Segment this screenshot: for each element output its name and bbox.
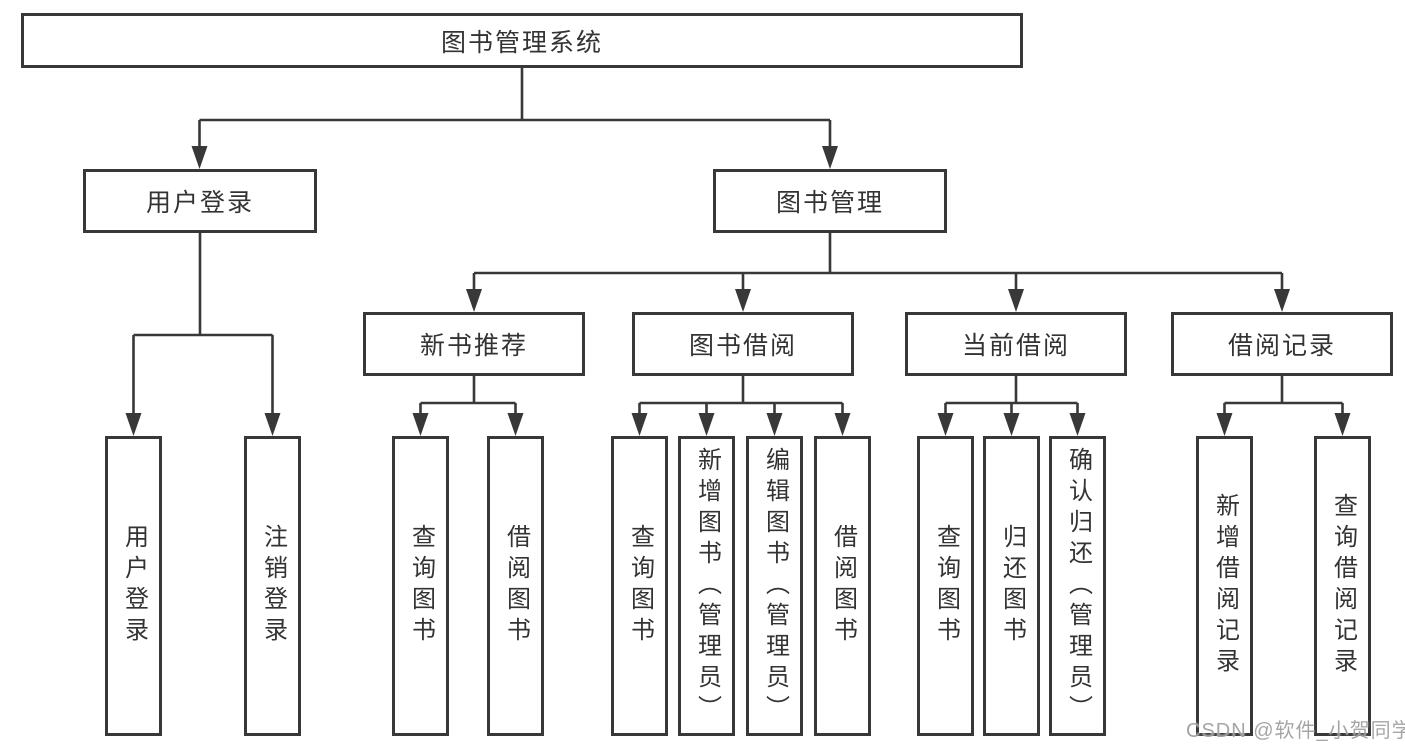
leaf-user-login: 用户登录 [105, 436, 162, 736]
node-current-borrow-label: 当前借阅 [961, 332, 1070, 360]
node-borrow-records-label: 借阅记录 [1227, 332, 1336, 360]
leaf-borrow-books-recommend-label: 借阅图书 [502, 524, 530, 648]
node-new-book-recommend: 新书推荐 [363, 312, 585, 376]
leaf-query-books-borrow-label: 查询图书 [626, 524, 654, 648]
leaf-borrow-books-recommend: 借阅图书 [487, 436, 544, 736]
leaf-return-book-label: 归还图书 [998, 524, 1026, 648]
node-book-management-label: 图书管理 [775, 189, 884, 217]
watermark: CSDN @软件_小贺同学 [1186, 720, 1405, 742]
leaf-return-book: 归还图书 [983, 436, 1040, 736]
leaf-add-book-admin: 新增图书（管理员） [678, 436, 735, 736]
leaf-add-book-admin-label: 新增图书（管理员） [693, 446, 721, 726]
node-user-login: 用户登录 [83, 169, 317, 233]
leaf-confirm-return-admin-label: 确认归还（管理员） [1064, 446, 1092, 726]
leaf-query-books-recommend-label: 查询图书 [407, 524, 435, 648]
node-root-label: 图书管理系统 [440, 28, 603, 57]
leaf-query-books-borrow: 查询图书 [611, 436, 668, 736]
node-root: 图书管理系统 [21, 13, 1023, 68]
leaf-edit-book-admin-label: 编辑图书（管理员） [761, 446, 789, 726]
leaf-borrow-books: 借阅图书 [814, 436, 871, 736]
node-book-borrow: 图书借阅 [632, 312, 854, 376]
leaf-query-books-recommend: 查询图书 [392, 436, 449, 736]
leaf-logout-label: 注销登录 [259, 524, 287, 648]
leaf-query-borrow-record: 查询借阅记录 [1314, 436, 1371, 736]
node-borrow-records: 借阅记录 [1171, 312, 1393, 376]
leaf-query-books-current: 查询图书 [917, 436, 974, 736]
leaf-user-login-label: 用户登录 [120, 524, 148, 648]
node-current-borrow: 当前借阅 [905, 312, 1127, 376]
leaf-add-borrow-record: 新增借阅记录 [1196, 436, 1253, 736]
leaf-confirm-return-admin: 确认归还（管理员） [1049, 436, 1106, 736]
leaf-logout: 注销登录 [244, 436, 301, 736]
node-book-borrow-label: 图书借阅 [688, 332, 797, 360]
node-new-book-recommend-label: 新书推荐 [419, 332, 528, 360]
node-user-login-label: 用户登录 [145, 189, 254, 217]
leaf-query-books-current-label: 查询图书 [932, 524, 960, 648]
node-book-management: 图书管理 [713, 169, 947, 233]
leaf-add-borrow-record-label: 新增借阅记录 [1211, 493, 1239, 679]
leaf-edit-book-admin: 编辑图书（管理员） [746, 436, 803, 736]
leaf-borrow-books-label: 借阅图书 [829, 524, 857, 648]
leaf-query-borrow-record-label: 查询借阅记录 [1329, 493, 1357, 679]
